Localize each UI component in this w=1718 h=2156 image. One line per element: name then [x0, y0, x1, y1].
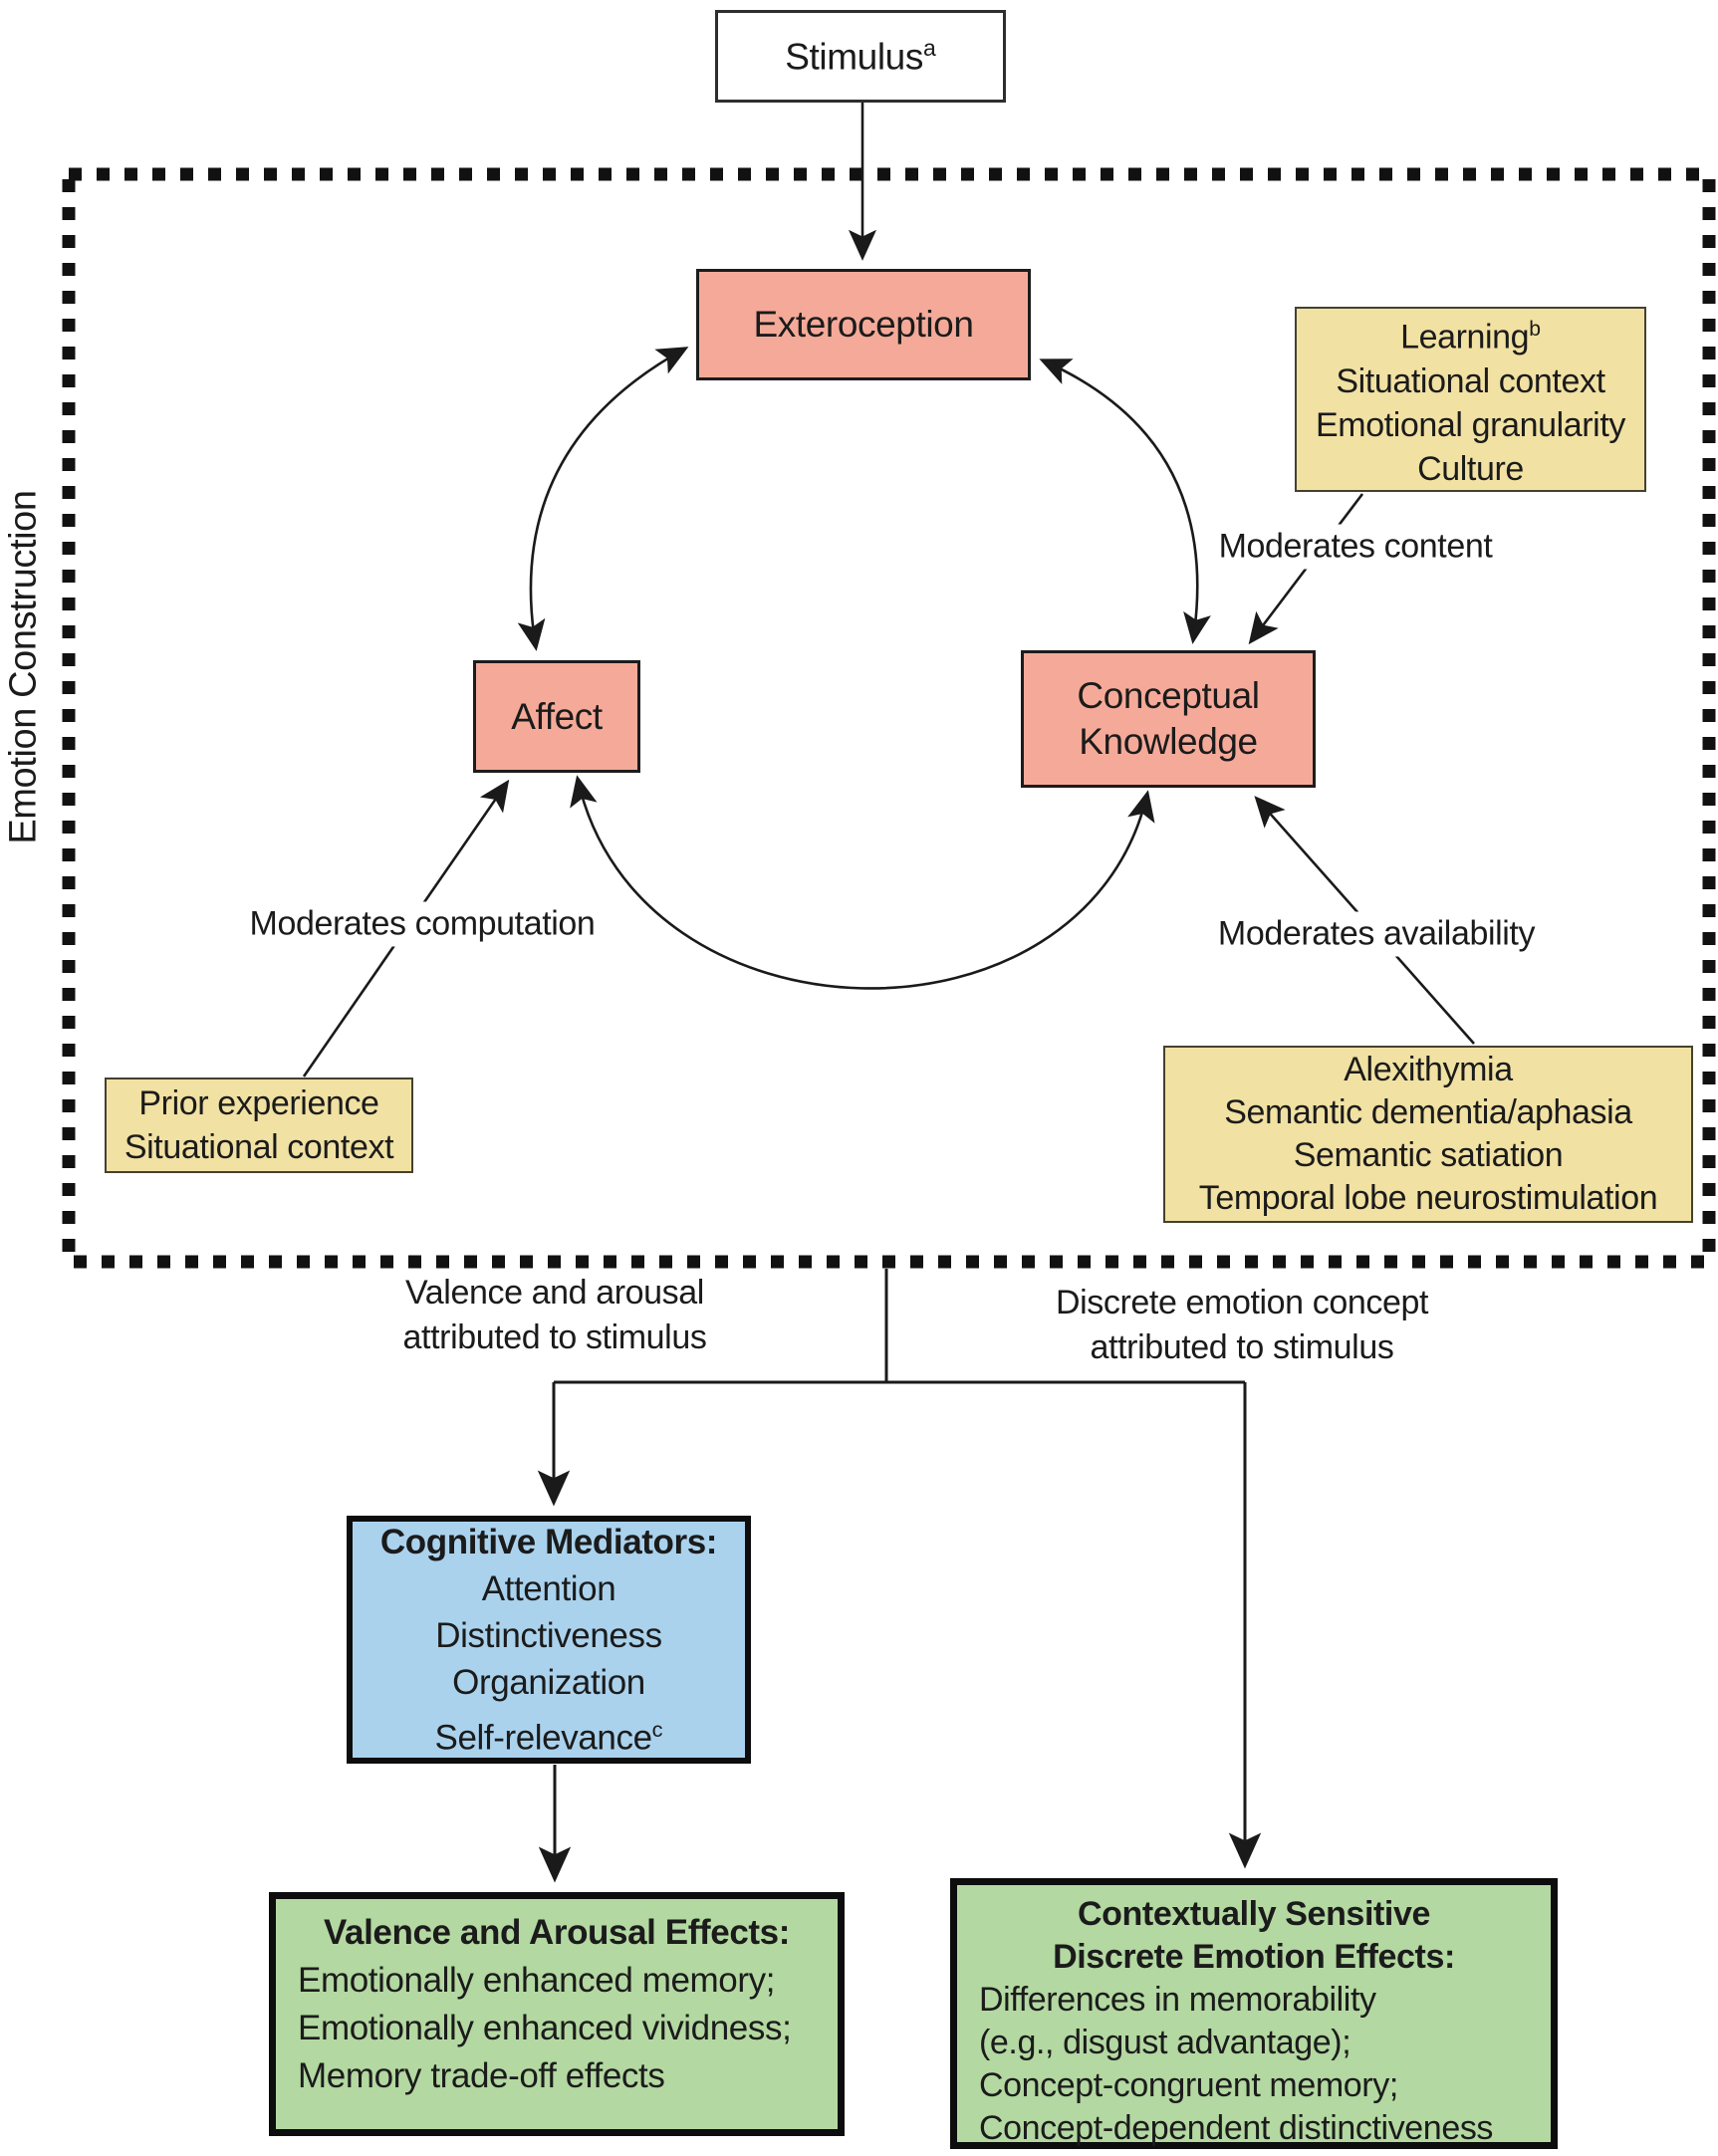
emotion-construction-label: Emotion Construction: [2, 490, 45, 844]
valence-effects-items: Emotionally enhanced memory; Emotionally…: [276, 1957, 838, 2100]
valence-pathway-line2: attributed to stimulus: [402, 1318, 707, 1356]
discrete-effects-title1: Contextually Sensitive: [1078, 1895, 1430, 1933]
conceptual-knowledge-line1: Conceptual: [1077, 675, 1260, 716]
stimulus-label: Stimulusa: [785, 34, 936, 78]
concept-dependent-line: Concept-dependent distinctiveness: [979, 2109, 1494, 2147]
learning-moderators-box: Learningb Situational context Emotional …: [1295, 307, 1646, 492]
discrete-effects-items: Differences in memorability (e.g., disgu…: [957, 1979, 1551, 2150]
self-relevance-line: Self-relevancec: [434, 1716, 663, 1758]
enhanced-memory-line: Emotionally enhanced memory;: [298, 1961, 776, 2000]
exteroception-label: Exteroception: [753, 304, 974, 345]
enhanced-vividness-line: Emotionally enhanced vividness;: [298, 2009, 792, 2047]
organization-line: Organization: [452, 1662, 645, 1702]
memorability-line: Differences in memorability: [979, 1981, 1376, 2019]
discrete-emotion-effects-box: Contextually Sensitive Discrete Emotion …: [950, 1878, 1558, 2149]
moderates-availability-label: Moderates availability: [1207, 911, 1546, 957]
learning-line: Learningb: [1400, 318, 1541, 357]
disgust-advantage-line: (e.g., disgust advantage);: [979, 2024, 1351, 2061]
memory-tradeoff-line: Memory trade-off effects: [298, 2056, 665, 2095]
discrete-effects-title2: Discrete Emotion Effects:: [1053, 1938, 1455, 1976]
situational-context-line2: Situational context: [123, 1128, 394, 1166]
arrow-exteroception-conceptual-arc: [1039, 359, 1211, 644]
temporal-lobe-line: Temporal lobe neurostimulation: [1198, 1179, 1658, 1217]
discrete-pathway-line2: attributed to stimulus: [1090, 1328, 1394, 1366]
moderates-computation-label: Moderates computation: [239, 901, 606, 947]
concept-congruent-line: Concept-congruent memory;: [979, 2066, 1398, 2104]
emotion-construction-dashed-border: [62, 167, 1716, 1269]
conceptual-knowledge-box: Conceptual Knowledge: [1021, 650, 1316, 788]
valence-arousal-effects-box: Valence and Arousal Effects: Emotionally…: [269, 1892, 845, 2136]
semantic-dementia-line: Semantic dementia/aphasia: [1224, 1093, 1632, 1131]
affect-label: Affect: [511, 695, 603, 737]
prior-experience-line: Prior experience: [138, 1084, 379, 1122]
cognitive-mediators-title: Cognitive Mediators:: [379, 1522, 718, 1561]
alexithymia-moderators-box: Alexithymia Semantic dementia/aphasia Se…: [1163, 1046, 1693, 1223]
valence-effects-title: Valence and Arousal Effects:: [324, 1913, 790, 1952]
discrete-pathway-line1: Discrete emotion concept: [1055, 1284, 1429, 1321]
stimulus-box: Stimulusa: [715, 10, 1006, 103]
distinctiveness-line: Distinctiveness: [435, 1615, 662, 1655]
arrow-affect-conceptual-arc: [570, 775, 1155, 990]
prior-experience-box: Prior experience Situational context: [105, 1078, 413, 1173]
conceptual-knowledge-line2: Knowledge: [1079, 721, 1258, 762]
situational-context-line: Situational context: [1336, 361, 1605, 400]
emotional-granularity-line: Emotional granularity: [1316, 405, 1625, 444]
valence-pathway-line1: Valence and arousal: [405, 1274, 704, 1312]
alexithymia-line: Alexithymia: [1344, 1051, 1513, 1088]
culture-line: Culture: [1417, 449, 1524, 488]
arrow-exteroception-affect-arc: [517, 347, 689, 651]
exteroception-box: Exteroception: [696, 269, 1031, 380]
moderates-content-label: Moderates content: [1208, 524, 1503, 570]
affect-box: Affect: [473, 660, 640, 773]
valence-arousal-pathway-label: Valence and arousal attributed to stimul…: [346, 1271, 764, 1360]
discrete-emotion-pathway-label: Discrete emotion concept attributed to s…: [1023, 1281, 1461, 1370]
attention-line: Attention: [481, 1568, 616, 1608]
cognitive-mediators-box: Cognitive Mediators: Attention Distincti…: [347, 1516, 751, 1764]
semantic-satiation-line: Semantic satiation: [1293, 1136, 1564, 1174]
